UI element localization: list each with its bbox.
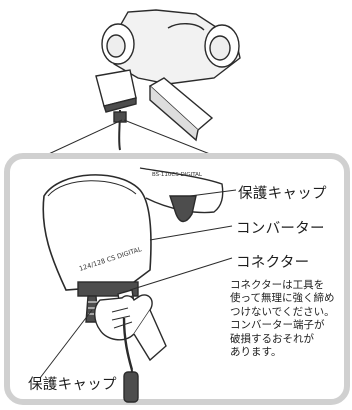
label-protection-cap-bottom: 保護キャップ: [28, 377, 117, 393]
caution-note: コネクターは工具を 使って無理に強く締め つけないでください。 コンバーター端子…: [230, 279, 350, 359]
housing-detail: [139, 167, 224, 223]
zoom-guide-lines: [39, 119, 221, 159]
caution-note-line: コンバーター端子が: [230, 319, 325, 332]
label-converter: コンバーター: [236, 221, 325, 237]
protection-cap-bottom-shape: [122, 317, 139, 403]
caution-note-line: 使って無理に強く締め: [230, 292, 335, 305]
caution-note-line: 破損するおそれが: [230, 332, 314, 345]
housing-marking: BS·110CS DIGITAL: [152, 172, 203, 178]
caution-note-line: つけないでください。: [230, 305, 335, 318]
label-protection-cap-top: 保護キャップ: [238, 186, 327, 202]
caution-note-line: コネクターは工具を: [230, 279, 325, 291]
mounting-arm: [148, 77, 214, 142]
leader-lines: [39, 189, 237, 379]
caution-note-line: あります。: [230, 346, 282, 359]
hand: [94, 294, 167, 362]
converter-small: [95, 69, 137, 151]
label-connector: コネクター: [236, 255, 310, 271]
lnb-housing-top: [101, 9, 241, 85]
converter-body: [42, 174, 152, 291]
